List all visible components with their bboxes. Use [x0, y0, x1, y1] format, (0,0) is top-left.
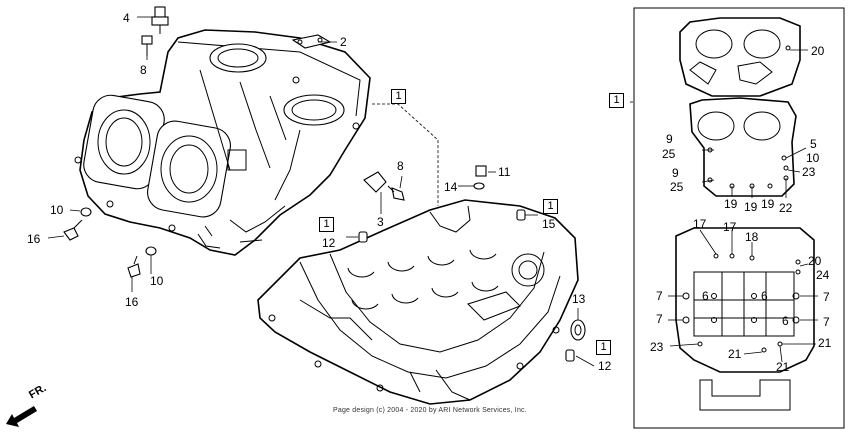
callout-7: 7 — [656, 289, 663, 303]
callout-4: 4 — [123, 11, 130, 25]
callout-25: 25 — [670, 180, 684, 194]
callout-6: 6 — [761, 289, 768, 303]
callout-6: 6 — [702, 289, 709, 303]
callout-17: 17 — [693, 217, 707, 231]
callout-5: 5 — [810, 137, 817, 151]
copyright-credit: Page design (c) 2004 - 2020 by ARI Netwo… — [333, 407, 527, 414]
callout-2: 2 — [340, 35, 347, 49]
callout-19: 19 — [761, 197, 775, 211]
callout-25: 25 — [662, 147, 676, 161]
callout-18: 18 — [745, 230, 759, 244]
callout-16: 16 — [125, 295, 139, 309]
callout-10: 10 — [150, 274, 164, 288]
detail-panel — [630, 7, 845, 429]
callout-10: 10 — [806, 151, 820, 165]
reference-box-1: 1 — [319, 217, 334, 232]
callout-11: 11 — [498, 165, 511, 179]
leader-lines — [47, 16, 595, 367]
upper-case-top-view — [679, 17, 801, 97]
callout-13: 13 — [572, 292, 586, 306]
callout-21: 21 — [728, 347, 742, 361]
callout-14: 14 — [444, 180, 458, 194]
callout-8: 8 — [140, 63, 147, 77]
front-arrow-icon — [6, 406, 37, 427]
callout-7: 7 — [823, 290, 830, 304]
callout-19: 19 — [724, 197, 738, 211]
callout-7: 7 — [823, 315, 830, 329]
callout-22: 22 — [779, 201, 793, 215]
callout-3: 3 — [377, 215, 384, 229]
callout-12: 12 — [598, 359, 612, 373]
callout-9: 9 — [672, 166, 679, 180]
callout-15: 15 — [542, 217, 556, 231]
callout-17: 17 — [723, 220, 737, 234]
callout-21: 21 — [776, 360, 790, 374]
callout-16: 16 — [27, 232, 41, 246]
reference-box-1: 1 — [391, 89, 406, 104]
callout-21: 21 — [818, 336, 832, 350]
callout-23: 23 — [650, 340, 664, 354]
callout-20: 20 — [808, 254, 822, 268]
callout-23: 23 — [802, 165, 816, 179]
callout-8: 8 — [397, 159, 404, 173]
callout-10: 10 — [50, 203, 64, 217]
callout-19: 19 — [744, 200, 758, 214]
callout-7: 7 — [656, 312, 663, 326]
callout-12: 12 — [322, 236, 336, 250]
lower-crankcase — [257, 199, 579, 405]
lower-case-top-view — [689, 97, 797, 197]
reference-box-1: 1 — [543, 199, 558, 214]
crankcase-bottom-view — [675, 227, 815, 411]
callout-24: 24 — [816, 268, 830, 282]
callout-6: 6 — [782, 314, 789, 328]
callout-20: 20 — [811, 44, 825, 58]
reference-box-1: 1 — [596, 340, 611, 355]
upper-crankcase — [74, 29, 371, 256]
callout-9: 9 — [666, 132, 673, 146]
reference-box-1: 1 — [609, 93, 624, 108]
